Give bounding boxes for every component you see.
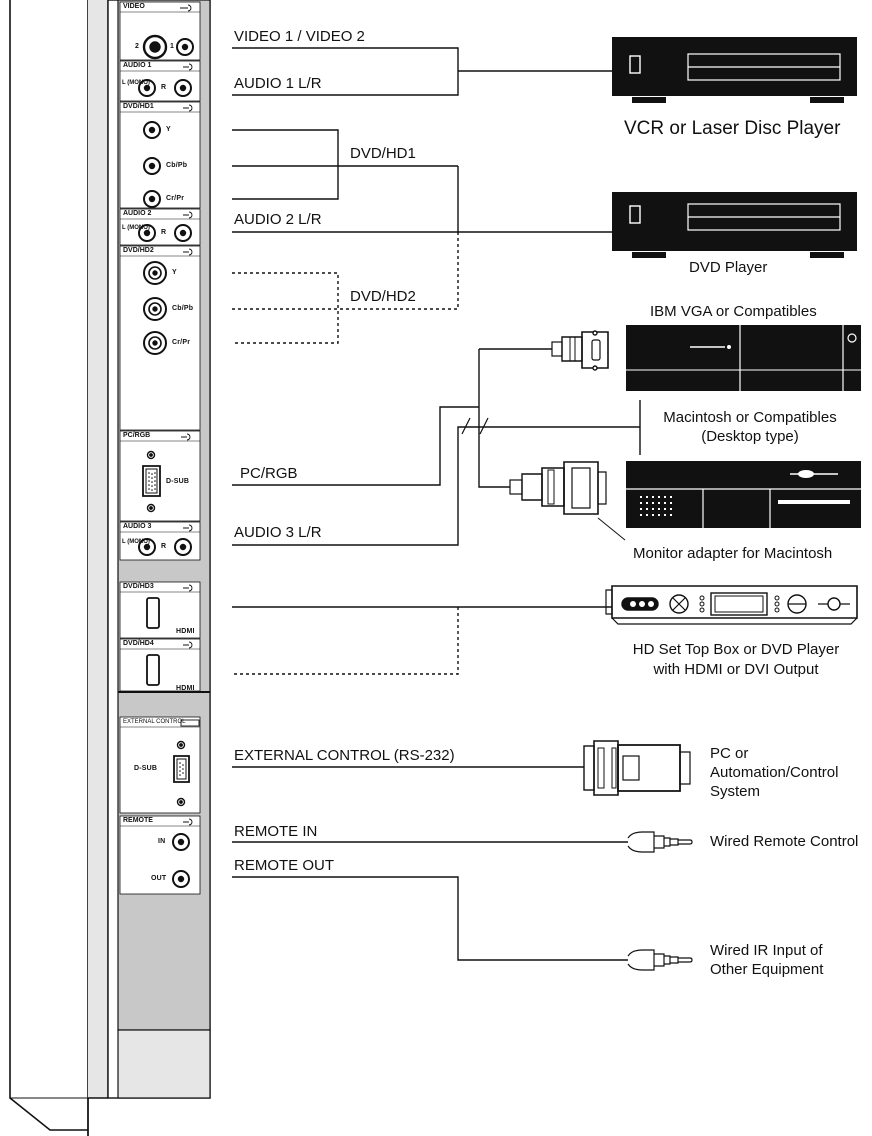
label-pc-automation: PC or Automation/Control System: [710, 745, 839, 800]
rs232-dsub-connector: [173, 740, 190, 807]
panel-audio3-l-mono: L (MONO): [122, 539, 150, 545]
panel-audio3-r: R: [161, 543, 167, 550]
cable-remote-out: [232, 876, 628, 961]
panel-dvdhd1-crpr: Cr/Pr: [166, 195, 185, 202]
label-wired-remote: Wired Remote Control: [710, 833, 859, 850]
panel-audio1-l-mono: L (MONO): [122, 80, 150, 86]
settop-box-icon: [605, 585, 858, 625]
panel-dvdhd4-header: DVD/HD4: [123, 640, 154, 647]
panel-dvdhd2-y: Y: [172, 269, 177, 276]
cable-dvdhd1: [232, 129, 459, 232]
panel-audio1-header: AUDIO 1: [123, 62, 152, 69]
vga-plug-icon: [551, 330, 609, 371]
display-bezel: [9, 0, 109, 1136]
panel-remote-out: OUT: [151, 875, 167, 882]
label-audio1: AUDIO 1 L/R: [234, 75, 322, 92]
panel-remote-header: REMOTE: [123, 817, 153, 824]
vcr-device-icon: [612, 37, 857, 103]
audio2-jacks: [138, 224, 192, 242]
panel-dvdhd2-header: DVD/HD2: [123, 247, 154, 254]
cable-audio3: [232, 400, 641, 546]
label-audio2: AUDIO 2 L/R: [234, 211, 322, 228]
label-audio3: AUDIO 3 L/R: [234, 524, 322, 541]
dvdhd2-jacks: [143, 261, 167, 355]
label-pcrgb: PC/RGB: [240, 465, 298, 482]
label-settop: HD Set Top Box or DVD Player with HDMI o…: [632, 641, 840, 678]
cable-dvdhd2: [232, 232, 459, 344]
svideo-jack-2: [142, 34, 168, 60]
label-ibm: IBM VGA or Compatibles: [650, 303, 817, 320]
panel-rs232-dsub: D-SUB: [134, 765, 158, 772]
panel-pcrgb-dsub: D-SUB: [166, 478, 190, 485]
rs232-plug-icon: [583, 740, 691, 796]
panel-video-2-label: 2: [135, 43, 140, 50]
remote-jacks: [172, 833, 190, 888]
dvdhd1-jacks: [143, 121, 161, 208]
mac-adapter-icon: [509, 461, 626, 541]
cable-video-audio1: [232, 47, 612, 96]
panel-remote-in: IN: [158, 838, 166, 845]
mac-desktop-icon: [626, 461, 861, 528]
audio3-jacks: [138, 538, 192, 556]
panel-dvdhd3-hdmi: HDMI: [176, 628, 195, 635]
label-dvdhd2: DVD/HD2: [350, 288, 416, 305]
panel-ext-control-header: EXTERNAL CONTROL: [123, 719, 186, 725]
cable-hdmi: [232, 606, 612, 675]
panel-audio2-r: R: [161, 229, 167, 236]
panel-audio2-l-mono: L (MONO): [122, 225, 150, 231]
label-remote-in: REMOTE IN: [234, 823, 318, 840]
hdmi-port-4: [146, 654, 160, 686]
ibm-pc-icon: [626, 325, 861, 391]
panel-dvdhd1-header: DVD/HD1: [123, 103, 154, 110]
label-remote-out: REMOTE OUT: [234, 857, 334, 874]
label-vcr: VCR or Laser Disc Player: [624, 118, 841, 139]
wired-ir-plug-icon: [627, 949, 693, 971]
panel-dvdhd2-cbpb: Cb/Pb: [172, 305, 194, 312]
panel-pcrgb-header: PC/RGB: [123, 432, 151, 439]
label-mac: Macintosh or Compatibles (Desktop type): [663, 409, 837, 445]
pcrgb-dsub-connector: [142, 450, 161, 513]
panel-dvdhd4-hdmi: HDMI: [176, 685, 195, 692]
video-jack-1: [176, 38, 194, 56]
terminal-panel: [107, 0, 211, 1099]
label-mac-adapter: Monitor adapter for Macintosh: [633, 545, 833, 562]
panel-dvdhd1-cbpb: Cb/Pb: [166, 162, 188, 169]
audio1-jacks: [138, 79, 192, 97]
panel-dvdhd2-crpr: Cr/Pr: [172, 339, 191, 346]
panel-video-1-label: 1: [170, 43, 175, 50]
panel-audio3-header: AUDIO 3: [123, 523, 152, 530]
label-dvd: DVD Player: [689, 259, 768, 276]
cable-pcrgb: [232, 348, 552, 488]
panel-audio2-header: AUDIO 2: [123, 210, 152, 217]
label-video12: VIDEO 1 / VIDEO 2: [234, 28, 365, 45]
dvd-device-icon: [612, 192, 857, 258]
panel-video-header: VIDEO: [123, 3, 145, 10]
label-wired-ir: Wired IR Input of Other Equipment: [710, 942, 824, 978]
label-dvdhd1: DVD/HD1: [350, 145, 416, 162]
hdmi-port-3: [146, 597, 160, 629]
label-ext-control: EXTERNAL CONTROL (RS-232): [234, 747, 455, 764]
panel-audio1-r: R: [161, 84, 167, 91]
panel-dvdhd1-y: Y: [166, 126, 171, 133]
wired-remote-plug-icon: [627, 831, 693, 853]
panel-dvdhd3-header: DVD/HD3: [123, 583, 154, 590]
